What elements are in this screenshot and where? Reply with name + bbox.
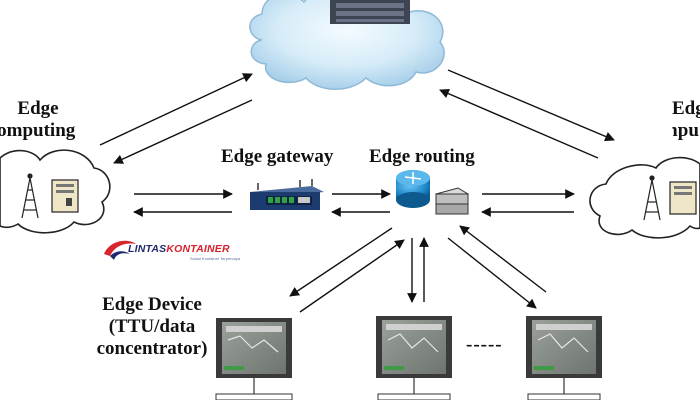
arrows-cloud-left	[99, 73, 253, 164]
edge-computing-left-line2: computing	[0, 120, 76, 141]
edge-device-line2: (TTU/data	[108, 316, 196, 337]
edge-computing-right-line1: Edg	[672, 98, 700, 119]
arrows-left-gateway	[133, 189, 233, 217]
edge-router-icon	[396, 170, 430, 208]
arrows-router-right	[481, 189, 575, 217]
edge-computing-left-line1: Edge	[17, 98, 59, 119]
edge-gateway-label: Edge gateway	[221, 146, 334, 167]
central-cloud	[249, 0, 445, 90]
lintaskontainer-logo-mark	[104, 240, 136, 260]
left-edge-computing-cloud	[0, 149, 111, 234]
logo-brand-part2: KONTAINER	[166, 243, 230, 255]
antenna-tower-icon-left	[21, 173, 39, 219]
server-box-icon-left	[51, 179, 79, 213]
edge-routing-label: Edge routing	[369, 146, 475, 167]
edge-computing-right-line2: compu	[672, 120, 699, 141]
network-switch-icon	[434, 187, 470, 215]
edge-device-monitor-2	[376, 316, 452, 400]
edge-device-monitor-3	[526, 316, 602, 400]
logo-brand-part1: LINTAS	[128, 243, 167, 255]
arrows-router-devices	[289, 225, 547, 313]
edge-device-line1: Edge Device	[102, 294, 202, 315]
antenna-tower-icon-right	[643, 175, 661, 221]
right-edge-computing-cloud	[589, 156, 700, 239]
server-box-icon-right	[669, 181, 697, 215]
edge-computing-right-label: Edg compu	[672, 98, 700, 142]
edge-computing-left-label: Edge computing	[0, 98, 76, 142]
arrows-cloud-right	[439, 69, 615, 159]
arrows-gateway-router	[331, 189, 391, 217]
lintaskontainer-logo-text: LINTASKONTAINER	[128, 243, 230, 255]
edge-device-label: Edge Device (TTU/data concentrator)	[82, 294, 222, 360]
edge-gateway-device-icon	[250, 179, 324, 210]
lintaskontainer-logo-tagline: Solusi Kontainer Terpercaya	[190, 256, 240, 261]
edge-device-monitor-1	[215, 318, 293, 400]
edge-device-line3: concentrator)	[96, 338, 208, 359]
device-ellipsis: -----	[466, 334, 503, 355]
